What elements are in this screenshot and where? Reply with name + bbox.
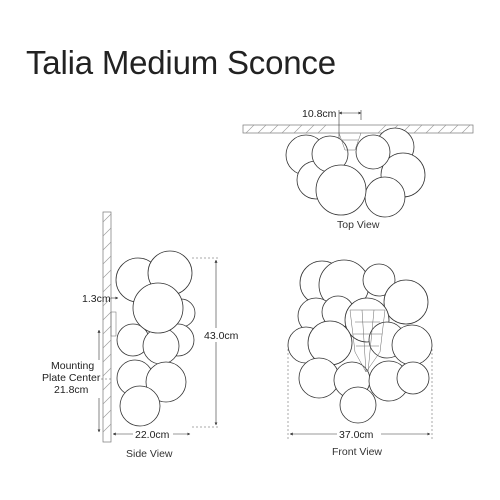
top-view-globes	[285, 127, 426, 218]
globe	[298, 357, 340, 399]
front-width-dim-label: 37.0cm	[339, 429, 374, 441]
side-view-globes	[115, 250, 196, 427]
globe	[364, 176, 406, 218]
mounting-center-value: 21.8cm	[54, 384, 89, 396]
globe	[362, 263, 396, 297]
mounting-center-label-line1: Mounting	[51, 360, 94, 372]
side-view: 1.3cm 43.0cm Mounting Plate Center 21.8c…	[42, 211, 241, 460]
top-view-wall-strip	[242, 124, 474, 134]
globe	[396, 361, 430, 395]
side-view-label: Side View	[126, 448, 173, 460]
globe	[119, 385, 161, 427]
side-view-hatching	[102, 213, 112, 433]
side-width-dim-label: 22.0cm	[135, 429, 170, 441]
globe	[355, 134, 391, 170]
globe	[315, 164, 367, 216]
globe	[339, 386, 377, 424]
top-view: 10.8cm Top View	[242, 108, 474, 231]
front-view-cage	[349, 309, 386, 373]
globe	[383, 279, 429, 325]
top-view-label: Top View	[337, 219, 380, 231]
globe	[132, 282, 184, 334]
side-view-mounting-plate	[110, 311, 117, 337]
top-view-frame	[338, 132, 362, 151]
globe	[391, 324, 433, 366]
globe	[142, 327, 180, 365]
front-view-globes	[287, 259, 433, 424]
side-height-dim-label: 43.0cm	[204, 330, 239, 342]
mounting-center-label-line2: Plate Center	[42, 372, 101, 384]
side-projection-dim-label: 1.3cm	[82, 293, 111, 305]
front-view-label: Front View	[332, 446, 382, 458]
front-view: 37.0cm Front View	[287, 259, 433, 458]
top-depth-dim-label: 10.8cm	[302, 108, 337, 120]
product-title: Talia Medium Sconce	[26, 44, 336, 81]
globe	[145, 361, 187, 403]
